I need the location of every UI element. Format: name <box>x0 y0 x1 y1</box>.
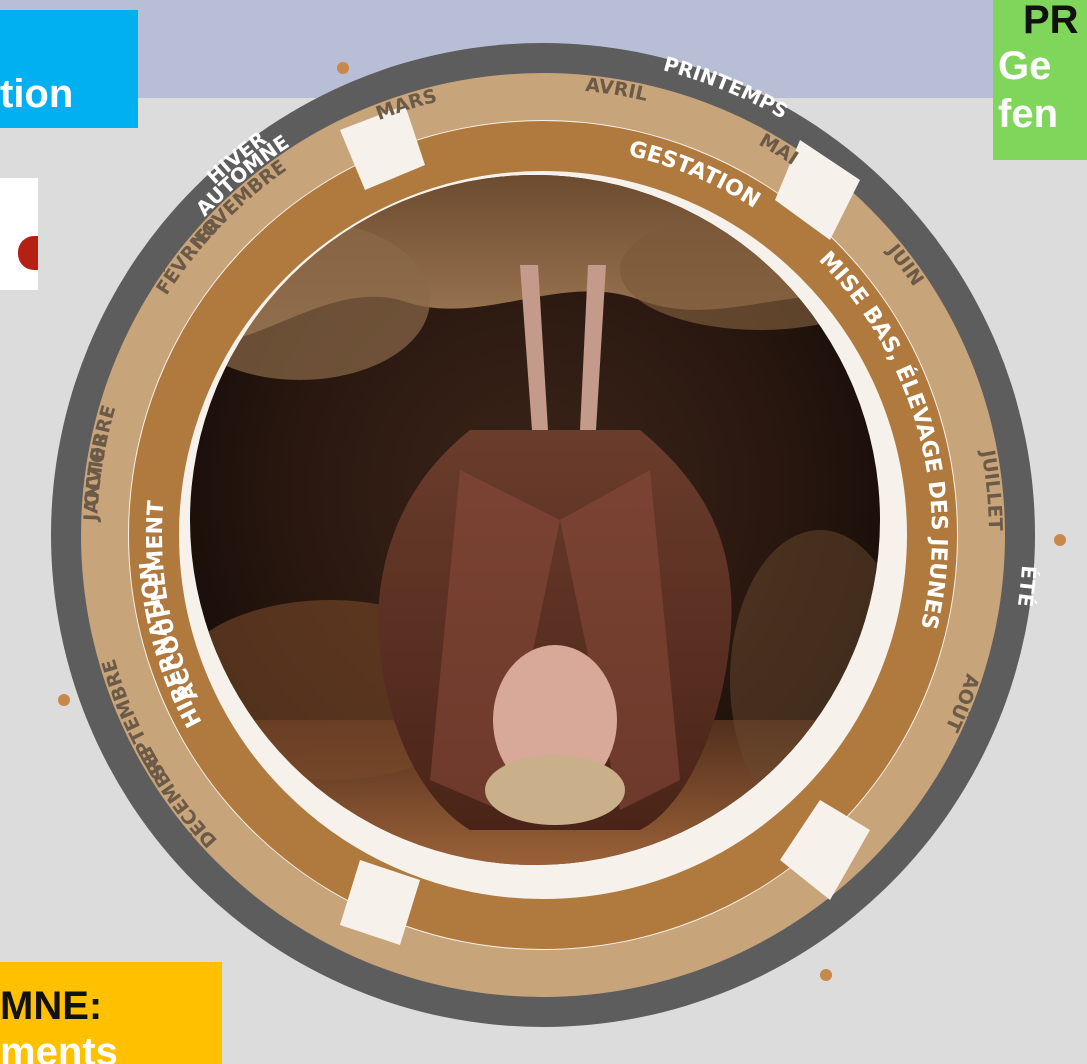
season-ete: ÉTÉ <box>1013 565 1041 609</box>
